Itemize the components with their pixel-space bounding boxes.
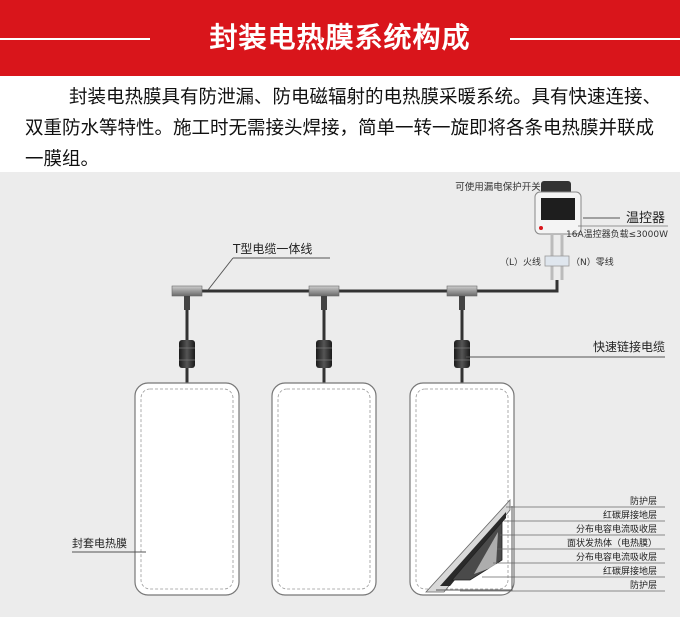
intro-paragraph: 封装电热膜具有防泄漏、防电磁辐射的电热膜采暖系统。具有快速连接、双重防水等特性。… xyxy=(25,82,665,175)
layer-label-5: 分布电容电流吸收层 xyxy=(576,551,657,563)
layer-label-4: 面状发热体（电热膜） xyxy=(567,537,657,549)
layer-label-3: 分布电容电流吸收层 xyxy=(576,523,657,535)
neutral-wire-label: （N）零线 xyxy=(571,256,614,268)
film-label: 封套电热膜 xyxy=(72,536,127,550)
t-connector-3 xyxy=(446,285,478,310)
intro-text: 封装电热膜具有防泄漏、防电磁辐射的电热膜采暖系统。具有快速连接、双重防水等特性。… xyxy=(25,87,662,170)
t-connector-1 xyxy=(171,285,203,310)
banner-line-right xyxy=(510,38,680,40)
thermostat-icon xyxy=(534,181,582,235)
live-wire-label: （L）火线 xyxy=(500,256,541,268)
layer-label-6: 红碳屏接地层 xyxy=(603,565,657,577)
wire-junction xyxy=(544,234,570,280)
layer-label-2: 红碳屏接地层 xyxy=(603,509,657,521)
drop-cable-2 xyxy=(316,310,332,386)
t-connector-2 xyxy=(308,285,340,310)
page-title: 封装电热膜系统构成 xyxy=(209,21,471,54)
layer-label-1: 防护层 xyxy=(630,495,657,507)
t-cable-label: T型电缆一体线 xyxy=(232,242,312,256)
main-t-cable xyxy=(175,280,559,293)
title-banner: 封装电热膜系统构成 xyxy=(0,0,680,76)
diagram-canvas: 可使用漏电保护开关 温控器 16A温控器负载≤3000W （L）火线 （N）零线… xyxy=(72,181,668,596)
drop-cable-1 xyxy=(179,310,195,386)
thermostat-spec: 16A温控器负载≤3000W xyxy=(566,228,668,240)
heating-film-panel-2 xyxy=(271,382,377,596)
t-cable-leader xyxy=(207,257,234,291)
layer-label-7: 防护层 xyxy=(630,579,657,591)
system-diagram: 可使用漏电保护开关 温控器 16A温控器负载≤3000W （L）火线 （N）零线… xyxy=(0,172,680,617)
heating-film-panel-1 xyxy=(134,382,240,596)
leakage-note: 可使用漏电保护开关 xyxy=(455,181,541,193)
layer-cutaway-icon xyxy=(425,498,513,593)
layer-labels: 防护层 红碳屏接地层 分布电容电流吸收层 面状发热体（电热膜） 分布电容电流吸收… xyxy=(460,495,665,592)
thermostat-label: 温控器 xyxy=(626,211,665,226)
drop-cable-3 xyxy=(454,310,470,386)
banner-line-left xyxy=(0,38,150,40)
quick-cable-label: 快速链接电缆 xyxy=(593,339,665,354)
